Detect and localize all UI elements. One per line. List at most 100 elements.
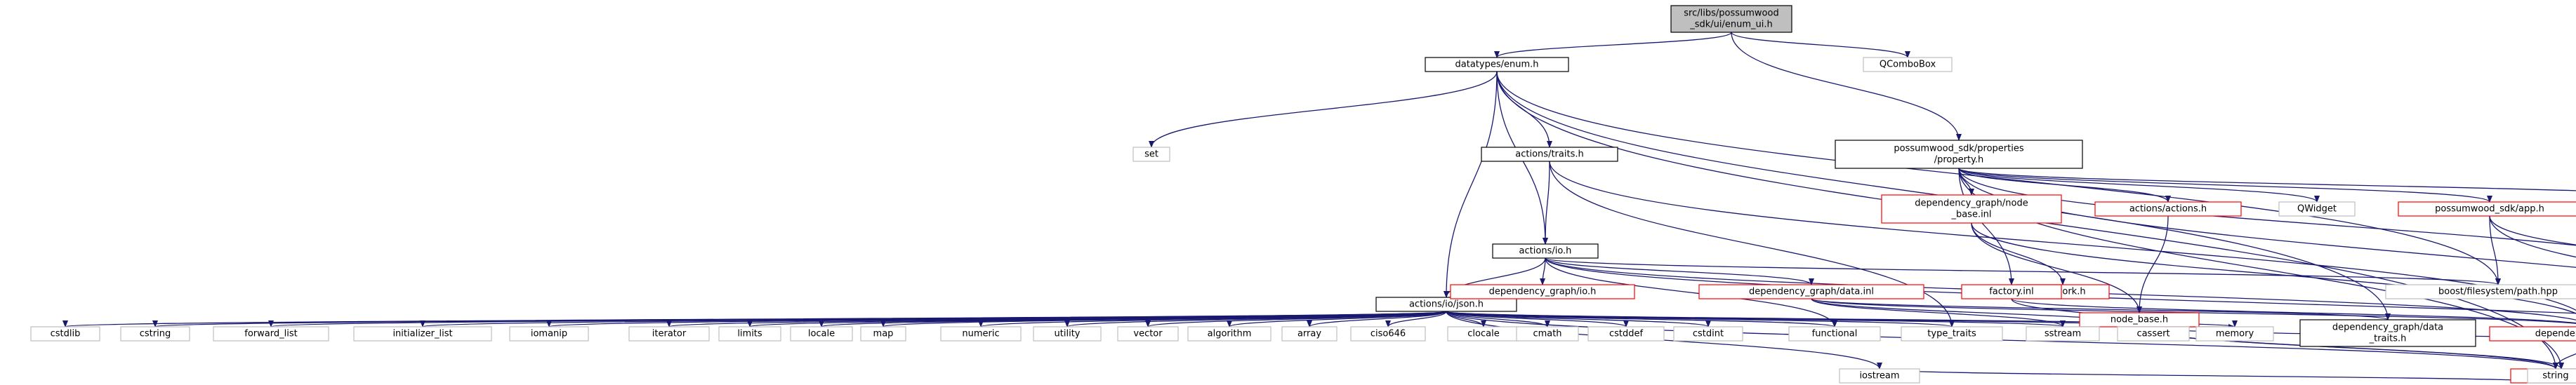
node-layer: src/libs/possumwood_sdk/ui/enum_ui.hQCom… <box>30 5 2576 384</box>
edge-json-to-ciso646 <box>1385 311 1447 327</box>
node-utility[interactable]: utility <box>1033 326 1102 342</box>
node-fspath[interactable]: boost/filesystem/path.hpp <box>2385 284 2576 299</box>
node-actions_h[interactable]: actions/actions.h <box>2094 201 2242 217</box>
node-box-memory <box>2195 326 2274 342</box>
node-data_traits[interactable]: dependency_graph/data_traits.h <box>2299 319 2476 347</box>
node-data_inl[interactable]: dependency_graph/data.inl <box>1698 284 1924 299</box>
node-factory[interactable]: factory.inl <box>1961 284 2062 299</box>
node-type_traits[interactable]: type_traits <box>1901 326 2003 342</box>
node-cstdlib[interactable]: cstdlib <box>30 326 100 342</box>
edge-json-to-vector <box>1145 311 1447 327</box>
node-label-io-0: actions/io.h <box>1519 246 1572 257</box>
node-locale[interactable]: locale <box>790 326 853 342</box>
node-cmath[interactable]: cmath <box>1516 326 1579 342</box>
node-set[interactable]: set <box>1132 147 1170 162</box>
node-box-locale <box>790 326 853 342</box>
node-label-locale-0: locale <box>808 329 835 339</box>
node-array[interactable]: array <box>1281 326 1337 342</box>
node-label-root-0: src/libs/possumwood <box>1684 8 1778 19</box>
node-label-nodebase_inl-0: dependency_graph/node <box>1915 198 2028 209</box>
node-enum[interactable]: datatypes/enum.h <box>1425 57 1569 72</box>
node-numeric[interactable]: numeric <box>940 326 1022 342</box>
edge-enum-to-fspath <box>1496 71 2501 285</box>
edge-traits-to-type_traits <box>1549 161 1955 327</box>
node-app[interactable]: possumwood_sdk/app.h <box>2398 201 2576 217</box>
node-vector[interactable]: vector <box>1117 326 1179 342</box>
node-box-traits <box>1481 147 1618 162</box>
node-box-cmath <box>1516 326 1579 342</box>
node-cstddef[interactable]: cstddef <box>1587 326 1665 342</box>
node-node_base[interactable]: node_base.h <box>2079 312 2200 327</box>
node-box-cassert <box>2117 326 2190 342</box>
node-cstring[interactable]: cstring <box>120 326 190 342</box>
node-box-io <box>1492 243 1599 259</box>
node-label-property-0: possumwood_sdk/properties <box>1894 144 2023 154</box>
node-rtti[interactable]: dependency_graph/rtti.h <box>2489 326 2576 342</box>
node-label-clocale-0: clocale <box>1467 329 1499 339</box>
node-box-fspath <box>2385 284 2576 299</box>
node-label-cassert-0: cassert <box>2136 329 2169 339</box>
node-clocale[interactable]: clocale <box>1447 326 1520 342</box>
edge-traits-to-rtti <box>1549 161 2576 311</box>
node-memory[interactable]: memory <box>2195 326 2274 342</box>
node-box-enum <box>1425 57 1569 72</box>
node-box-app <box>2398 201 2576 217</box>
node-sstream[interactable]: sstream <box>2026 326 2100 342</box>
node-box-numeric <box>940 326 1022 342</box>
node-label-json-0: actions/io/json.h <box>1409 299 1484 310</box>
node-root[interactable]: src/libs/possumwood_sdk/ui/enum_ui.h <box>1670 5 1792 33</box>
node-nodebase_inl[interactable]: dependency_graph/node_base.inl <box>1881 194 2062 224</box>
node-label-ciso646-0: ciso646 <box>1370 329 1406 339</box>
node-ciso646[interactable]: ciso646 <box>1350 326 1426 342</box>
edge-json-to-cstdint <box>1446 311 1711 327</box>
edge-nodebase_inl-to-network <box>1971 222 2066 285</box>
node-box-iostream <box>1839 368 1920 384</box>
node-string[interactable]: string <box>2527 368 2576 384</box>
node-qcombobox[interactable]: QComboBox <box>1863 57 1953 72</box>
node-box-iterator <box>628 326 710 342</box>
node-box-root <box>1670 5 1792 33</box>
node-initializer_list[interactable]: initializer_list <box>353 326 492 342</box>
node-property[interactable]: possumwood_sdk/properties/property.h <box>1835 140 2083 169</box>
node-box-sstream <box>2026 326 2100 342</box>
edge-property-to-factory <box>1958 168 2014 285</box>
node-label-qwidget-0: QWidget <box>2297 204 2337 215</box>
node-limits[interactable]: limits <box>718 326 781 342</box>
node-iomanip[interactable]: iomanip <box>509 326 589 342</box>
node-forward_list[interactable]: forward_list <box>213 326 329 342</box>
node-label-qcombobox-0: QComboBox <box>1880 60 1936 70</box>
node-box-data_inl <box>1698 284 1924 299</box>
node-label-cstddef-0: cstddef <box>1609 329 1644 339</box>
node-box-cstdlib <box>30 326 100 342</box>
node-label-map-0: map <box>873 329 894 339</box>
node-cstdint[interactable]: cstdint <box>1673 326 1743 342</box>
edge-traits-to-io <box>1543 161 1550 245</box>
node-qwidget[interactable]: QWidget <box>2278 201 2356 217</box>
node-cassert[interactable]: cassert <box>2117 326 2190 342</box>
edge-unique_id-to-iostream <box>1877 368 2562 384</box>
node-box-iomanip <box>509 326 589 342</box>
node-io[interactable]: actions/io.h <box>1492 243 1599 259</box>
node-iterator[interactable]: iterator <box>628 326 710 342</box>
node-algorithm[interactable]: algorithm <box>1187 326 1272 342</box>
node-functional[interactable]: functional <box>1788 326 1881 342</box>
node-label-property-1: /property.h <box>1934 155 1984 166</box>
node-iostream[interactable]: iostream <box>1839 368 1920 384</box>
node-json[interactable]: actions/io/json.h <box>1375 297 1517 312</box>
edge-app-to-signals2 <box>2489 215 2576 245</box>
node-label-set-0: set <box>1144 149 1158 160</box>
node-label-actions_h-0: actions/actions.h <box>2129 204 2207 215</box>
edge-io-to-data_inl <box>1545 257 1814 285</box>
node-label-type_traits-0: type_traits <box>1927 329 1976 339</box>
node-box-qcombobox <box>1863 57 1953 72</box>
node-box-cstdint <box>1673 326 1743 342</box>
node-label-app-0: possumwood_sdk/app.h <box>2435 204 2544 215</box>
node-box-cstddef <box>1587 326 1665 342</box>
node-box-json <box>1375 297 1517 312</box>
node-traits[interactable]: actions/traits.h <box>1481 147 1618 162</box>
node-label-iomanip-0: iomanip <box>531 329 567 339</box>
node-dg_io[interactable]: dependency_graph/io.h <box>1450 284 1635 299</box>
edge-property-to-port_inl <box>1958 168 2576 191</box>
node-map[interactable]: map <box>860 326 906 342</box>
